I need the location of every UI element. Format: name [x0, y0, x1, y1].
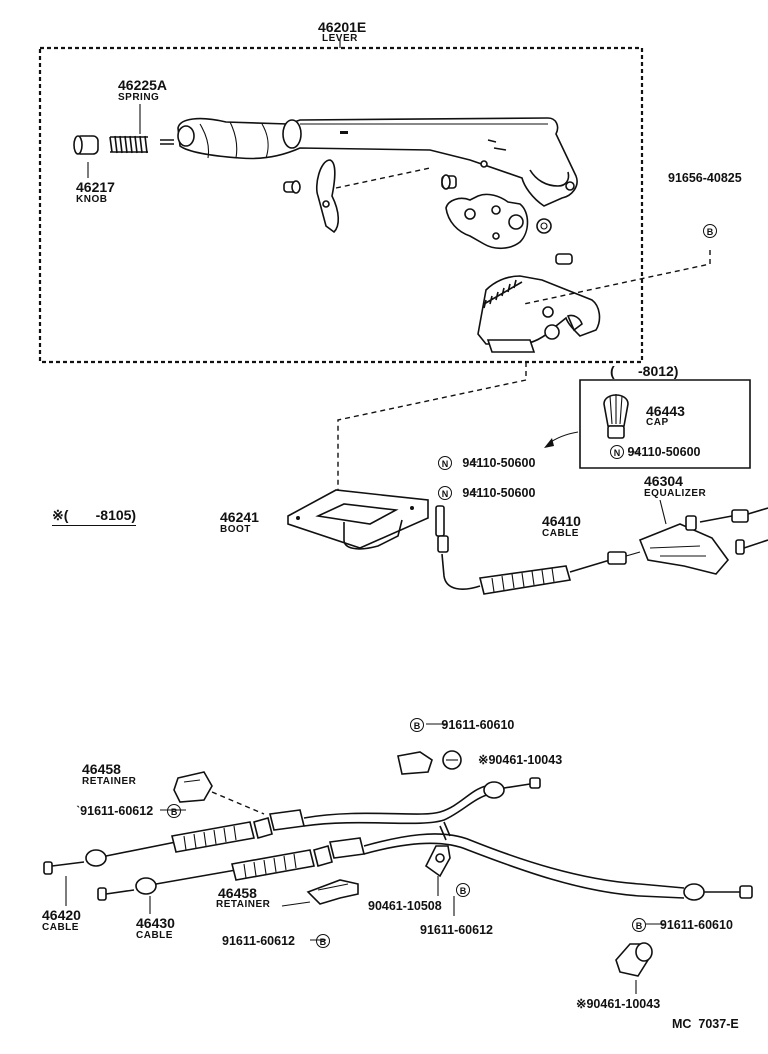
- bolt-d-number: 91611-60612: [420, 923, 493, 937]
- cap-name: CAP: [646, 417, 669, 428]
- equalizer-part: [638, 499, 768, 575]
- cap-box: [544, 379, 751, 469]
- lever-number: 46201E: [318, 19, 367, 35]
- rear-cables: [43, 777, 753, 901]
- asterisk-note: ※( -8105): [52, 508, 137, 526]
- boot-number: 46241: [220, 509, 259, 525]
- bolt-c-label: ˋ91611-60612 B: [76, 804, 182, 818]
- lever-arm: [177, 117, 578, 207]
- lever-name: LEVER: [322, 33, 358, 44]
- spring-name: SPRING: [118, 92, 160, 103]
- retainer-a-number: 46458: [82, 761, 121, 777]
- bolt-a-marker: B: [703, 223, 717, 239]
- cable-right-number: 46430: [136, 915, 175, 931]
- front-cable: [435, 505, 641, 595]
- nut-cap-label: N 94110-50600: [610, 445, 700, 459]
- cable-right-name: CABLE: [136, 930, 173, 941]
- clamp-number: 90461-10508: [368, 899, 442, 913]
- boot-name: BOOT: [220, 524, 251, 535]
- clip-b-number: ※90461-10043: [576, 997, 661, 1011]
- cap-number: 46443: [646, 403, 685, 419]
- clip-a-number: ※90461-10043: [478, 753, 563, 767]
- knob-part: [73, 135, 99, 178]
- retainer-a-name: RETAINER: [82, 776, 137, 787]
- lever-assembly-frame: [38, 38, 644, 364]
- pawl-part: [315, 159, 431, 234]
- equalizer-number: 46304: [644, 473, 683, 489]
- bolt-b-label: B 91611-60610: [410, 718, 514, 732]
- spring-part: [109, 104, 174, 154]
- retainer-b-name: RETAINER: [216, 899, 271, 910]
- ratchet-bracket: [337, 250, 711, 520]
- front-cable-name: CABLE: [542, 528, 579, 539]
- range-note: ( -8012): [610, 363, 679, 379]
- knob-name: KNOB: [76, 194, 108, 205]
- sector-plates: [445, 193, 529, 250]
- bolt-e-label: 91611-60612 B: [222, 934, 330, 948]
- cable-left-number: 46420: [42, 907, 81, 923]
- spring-number: 46225A: [118, 77, 168, 93]
- bolt-d-marker: B: [456, 882, 470, 898]
- boot-part: [287, 489, 429, 550]
- bolt-a-number: 91656-40825: [668, 171, 742, 185]
- nut-b-label: N 94110-50600: [438, 486, 535, 500]
- drawing-code: MC 7037-E: [672, 1017, 739, 1031]
- retainers-clamps: [173, 750, 653, 994]
- knob-number: 46217: [76, 179, 115, 195]
- retainer-b-number: 46458: [218, 885, 257, 901]
- pin-parts: [283, 174, 573, 265]
- bolt-f-label: B 91611-60610: [632, 918, 733, 932]
- front-cable-number: 46410: [542, 513, 581, 529]
- nut-a-label: N 94110-50600: [438, 456, 535, 470]
- equalizer-name: EQUALIZER: [644, 488, 707, 499]
- cable-left-name: CABLE: [42, 922, 79, 933]
